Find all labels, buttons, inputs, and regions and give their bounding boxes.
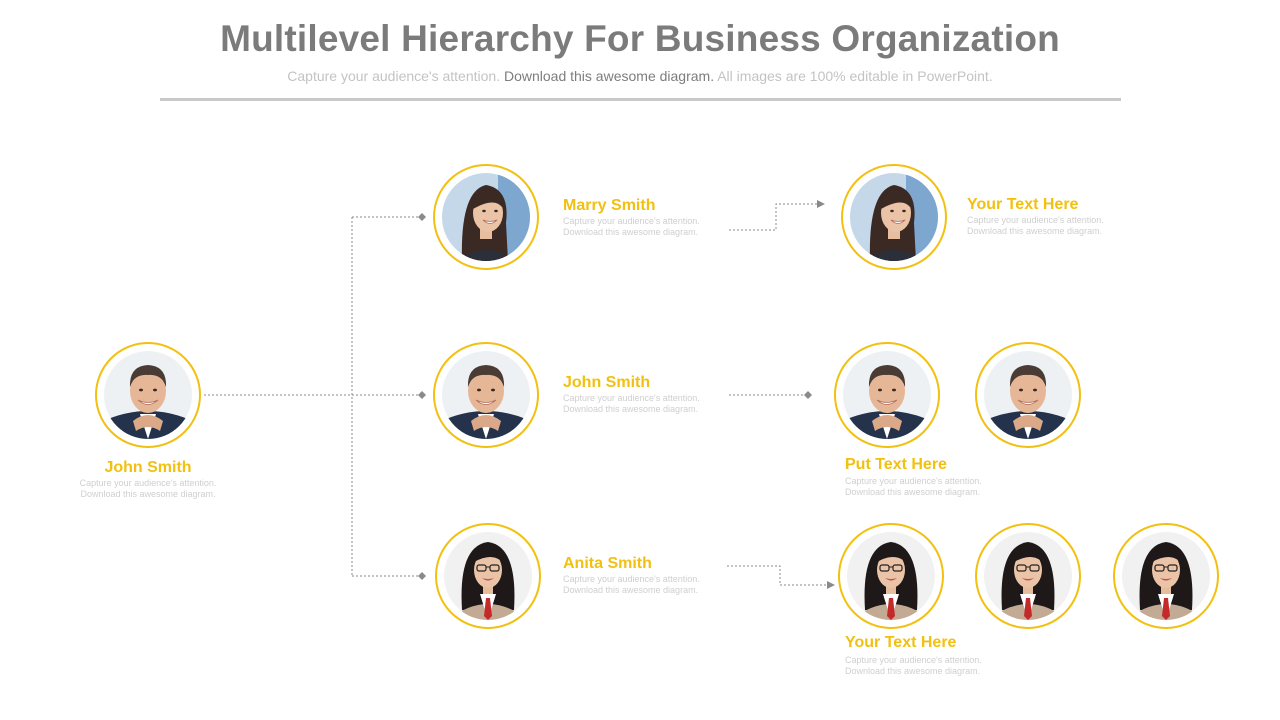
level1-avatar-marry — [433, 164, 539, 270]
connector-diamond-anita — [418, 572, 426, 580]
page-title: Multilevel Hierarchy For Business Organi… — [220, 18, 1060, 59]
businessman-avatar-icon — [442, 351, 530, 439]
glasses-businesswoman-avatar-icon — [444, 532, 532, 620]
subtitle-part3: All images are 100% editable in PowerPoi… — [717, 68, 993, 84]
level1-marry-desc-line1: Capture your audience's attention. — [563, 216, 700, 226]
connector-arrowhead-anita — [827, 581, 835, 589]
businessman-avatar-icon — [104, 351, 192, 439]
connector-diamond-marry — [418, 213, 426, 221]
connector-marry-to-level2 — [729, 203, 818, 231]
root-description: Capture your audience's attention. Downl… — [48, 478, 248, 500]
level2-row1-desc-line1: Capture your audience's attention. — [967, 215, 1104, 225]
connector-diamond-john — [418, 391, 426, 399]
level2-avatar-row3-2 — [975, 523, 1081, 629]
level1-john-desc-line2: Download this awesome diagram. — [563, 404, 699, 414]
level2-row2-desc-line2: Download this awesome diagram. — [845, 487, 981, 497]
businesswoman-avatar-icon — [442, 173, 530, 261]
level2-row2-desc-line1: Capture your audience's attention. — [845, 476, 982, 486]
glasses-businesswoman-avatar-icon — [984, 532, 1072, 620]
root-desc-line1: Capture your audience's attention. — [79, 478, 217, 488]
level2-row1-desc-line2: Download this awesome diagram. — [967, 226, 1103, 236]
level2-name-row3: Your Text Here — [845, 634, 957, 651]
page-subtitle: Capture your audience's attention. Downl… — [0, 68, 1280, 84]
level1-name-john: John Smith — [563, 374, 651, 391]
level1-description-john: Capture your audience's attention. Downl… — [563, 393, 700, 415]
level2-description-row1: Capture your audience's attention. Downl… — [967, 215, 1104, 237]
root-name: John Smith — [104, 459, 192, 476]
level1-name-anita: Anita Smith — [563, 555, 652, 572]
glasses-businesswoman-avatar-icon — [1122, 532, 1210, 620]
level1-john-desc-line1: Capture your audience's attention. — [563, 393, 700, 403]
level1-name-marry: Marry Smith — [563, 197, 656, 214]
level1-avatar-john — [433, 342, 539, 448]
businesswoman-avatar-icon — [850, 173, 938, 261]
level2-avatar-row3-3 — [1113, 523, 1219, 629]
level2-avatar-row2-2 — [975, 342, 1081, 448]
level1-anita-desc-line1: Capture your audience's attention. — [563, 574, 700, 584]
root-avatar — [95, 342, 201, 448]
level2-row3-desc-line1: Capture your audience's attention. — [845, 655, 982, 665]
businessman-avatar-icon — [984, 351, 1072, 439]
level2-name-row2: Put Text Here — [845, 456, 947, 473]
glasses-businesswoman-avatar-icon — [847, 532, 935, 620]
level2-avatar-row1-1 — [841, 164, 947, 270]
level2-description-row3: Capture your audience's attention. Downl… — [845, 655, 982, 677]
level2-name-row1: Your Text Here — [967, 196, 1079, 213]
subtitle-part2: Download this awesome diagram. — [503, 68, 715, 84]
title-divider — [160, 98, 1121, 101]
subtitle-part1: Capture your audience's attention. — [287, 68, 501, 84]
root-desc-line2: Download this awesome diagram. — [80, 489, 216, 499]
level2-avatar-row3-1 — [838, 523, 944, 629]
level2-description-row2: Capture your audience's attention. Downl… — [845, 476, 982, 498]
level1-avatar-anita — [435, 523, 541, 629]
level1-anita-desc-line2: Download this awesome diagram. — [563, 585, 699, 595]
businessman-avatar-icon — [843, 351, 931, 439]
level2-avatar-row2-1 — [834, 342, 940, 448]
level1-marry-desc-line2: Download this awesome diagram. — [563, 227, 699, 237]
level2-row3-desc-line2: Download this awesome diagram. — [845, 666, 981, 676]
connector-arrowhead-marry — [817, 200, 825, 208]
connector-anita-to-level2 — [727, 565, 828, 586]
level1-description-marry: Capture your audience's attention. Downl… — [563, 216, 700, 238]
connector-diamond-john-level2 — [804, 391, 812, 399]
level1-description-anita: Capture your audience's attention. Downl… — [563, 574, 700, 596]
